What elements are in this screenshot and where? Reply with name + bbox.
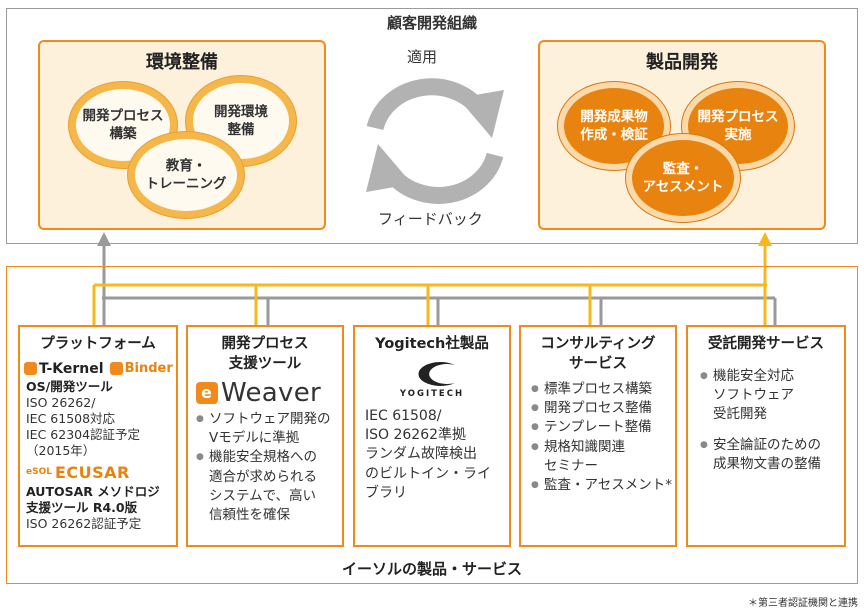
card-consulting-title: コンサルティング サービス — [540, 336, 656, 372]
esol-logo-text: eSOL — [26, 467, 52, 478]
binder-logo-icon — [109, 362, 123, 376]
card-process-tool: 開発プロセス 支援ツール e Weaver ソフトウェア開発の Vモデルに準拠 … — [186, 325, 344, 547]
contract-bullet: 機能安全対応 ソフトウェア 受託開発 — [700, 367, 844, 424]
feedback-label: フィードバック — [378, 210, 483, 228]
esol-products-title: イーソルの製品・サービス — [341, 560, 522, 578]
card-contract-dev-title: 受託開発サービス — [708, 336, 824, 352]
consulting-bullet: 開発プロセス整備 — [531, 399, 675, 418]
tkernel-logo-text: T-Kernel — [39, 360, 104, 377]
process-tool-bullets: ソフトウェア開発の Vモデルに準拠 機能安全規格への 適合が求められる システム… — [196, 410, 342, 525]
autosar-note: ISO 26262認証予定 — [26, 515, 142, 531]
os-line-2: IEC 61508対応 — [26, 410, 116, 426]
circle-artifact-verify: 開発成果物 作成・検証 — [558, 82, 670, 170]
consulting-bullet: 規格知識関連 セミナー — [531, 438, 675, 476]
customer-org-title: 顧客開発組織 — [386, 14, 477, 32]
ecusar-logo: eSOL ECUSAR — [26, 463, 176, 482]
card-contract-dev: 受託開発サービス 機能安全対応 ソフトウェア 受託開発 安全論証のための 成果物… — [686, 325, 846, 547]
ecusar-logo-text: ECUSAR — [54, 462, 130, 482]
process-tool-bullet: 機能安全規格への 適合が求められる システムで、高い 信頼性を確保 — [196, 448, 342, 525]
contract-bullets: 機能安全対応 ソフトウェア 受託開発 安全論証のための 成果物文書の整備 — [700, 367, 844, 475]
card-platform-title: プラットフォーム — [40, 336, 156, 352]
yogitech-swoosh-icon — [418, 361, 455, 386]
autosar-title: AUTOSAR メソドロジ 支援ツール R4.0版 — [26, 483, 160, 515]
circle-training: 教育・ トレーニング — [128, 132, 244, 218]
os-line-1: ISO 26262/ — [26, 394, 96, 410]
environment-title: 環境整備 — [146, 52, 218, 73]
card-yogitech: Yogitech社製品 YOGITECH IEC 61508/ ISO 2626… — [353, 325, 511, 547]
consulting-bullet: 標準プロセス構築 — [531, 380, 675, 399]
card-yogitech-title: Yogitech社製品 — [375, 336, 489, 352]
card-consulting: コンサルティング サービス 標準プロセス構築 開発プロセス整備 テンプレート整備… — [519, 325, 677, 547]
card-platform: プラットフォーム T-Kernel Binder OS/開発ツール ISO 26… — [18, 325, 178, 547]
process-tool-bullet: ソフトウェア開発の Vモデルに準拠 — [196, 410, 342, 448]
os-tools-title: OS/開発ツール — [26, 378, 113, 394]
footnote: ＊第三者認証機関と連携 — [748, 598, 858, 609]
esol-products-frame — [6, 266, 858, 584]
weaver-logo-icon: e — [196, 382, 218, 405]
tkernel-binder-logos: T-Kernel Binder — [24, 361, 176, 377]
consulting-bullets: 標準プロセス構築 開発プロセス整備 テンプレート整備 規格知識関連 セミナー 監… — [531, 380, 675, 495]
tkernel-logo-icon — [24, 362, 37, 376]
os-line-3: IEC 62304認証予定 — [26, 426, 141, 442]
circle-audit: 監査・ アセスメント — [626, 134, 740, 222]
consulting-bullet: テンプレート整備 — [531, 418, 675, 437]
consulting-bullet: 監査・アセスメント* — [531, 476, 675, 495]
card-process-tool-title: 開発プロセス 支援ツール — [221, 336, 309, 372]
cycle-arrows-icon — [366, 78, 504, 204]
yogitech-logo-text: YOGITECH — [399, 388, 465, 399]
product-dev-title: 製品開発 — [646, 52, 718, 73]
yogitech-body: IEC 61508/ ISO 26262準拠 ランダム故障検出 のビルトイン・ラ… — [365, 407, 491, 501]
os-line-4: （2015年） — [26, 442, 96, 458]
weaver-logo: e Weaver — [196, 378, 342, 408]
binder-logo-text: Binder — [124, 361, 173, 377]
weaver-logo-text: Weaver — [221, 378, 321, 409]
apply-label: 適用 — [407, 48, 438, 66]
contract-bullet: 安全論証のための 成果物文書の整備 — [700, 436, 844, 474]
